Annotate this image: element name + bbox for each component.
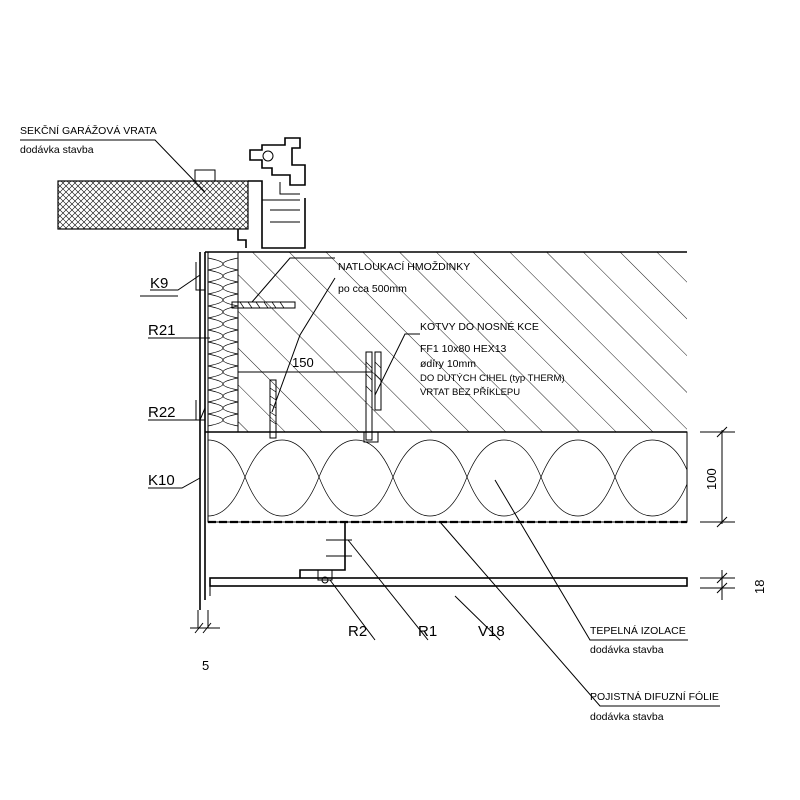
garage-door-title: SEKČNÍ GARÁŽOVÁ VRATA bbox=[20, 124, 157, 137]
load-bearing-wall bbox=[205, 251, 687, 433]
code-r21: R21 bbox=[148, 322, 176, 339]
code-r22: R22 bbox=[148, 404, 176, 421]
anchors-line1: FF1 10x80 HEX13 bbox=[420, 343, 507, 355]
dowel-horizontal bbox=[231, 301, 296, 309]
garage-door-panel bbox=[57, 169, 306, 249]
dowels-title: NATLOUKACÍ HMOŽDINKY bbox=[338, 260, 470, 273]
dim-5-label: 5 bbox=[202, 658, 209, 673]
garage-door-supply: dodávka stavba bbox=[20, 144, 94, 156]
code-k10: K10 bbox=[148, 472, 175, 489]
foil-title: POJISTNÁ DIFUZNÍ FÓLIE bbox=[590, 690, 719, 703]
dimension-150 bbox=[237, 365, 373, 378]
soffit-board bbox=[209, 577, 688, 596]
insulation-supply: dodávka stavba bbox=[590, 644, 664, 656]
door-guide-profile bbox=[249, 137, 306, 195]
dimension-100 bbox=[700, 426, 735, 528]
anchors-line4: VRTAT BEZ PŘÍKLEPU bbox=[420, 387, 520, 398]
insulation-title: TEPELNÁ IZOLACE bbox=[590, 624, 686, 637]
leader-lines bbox=[20, 139, 720, 707]
code-r1: R1 bbox=[418, 623, 437, 640]
code-r2: R2 bbox=[348, 623, 367, 640]
cladding-profile-k10 bbox=[195, 252, 209, 628]
dowels-spacing: po cca 500mm bbox=[338, 283, 407, 295]
anchor-bolts bbox=[363, 351, 382, 443]
code-k9: K9 bbox=[150, 275, 168, 292]
dimension-18 bbox=[700, 570, 735, 600]
anchors-title: KOTVY DO NOSNÉ KCE bbox=[420, 320, 539, 333]
dim-100-label: 100 bbox=[704, 468, 719, 490]
anchors-line2: ødíry 10mm bbox=[420, 358, 476, 370]
anchors-line3: DO DUTÝCH CIHEL (typ THERM) bbox=[420, 373, 565, 384]
dowel-vertical bbox=[269, 379, 277, 439]
edge-insulation-strip bbox=[207, 251, 239, 433]
dim-150-label: 150 bbox=[292, 355, 314, 370]
thermal-insulation bbox=[207, 431, 688, 524]
dim-18-label: 18 bbox=[752, 580, 767, 594]
code-v18: V18 bbox=[478, 623, 505, 640]
hanger-bracket bbox=[299, 522, 352, 584]
dimension-5 bbox=[190, 622, 220, 634]
foil-supply: dodávka stavba bbox=[590, 711, 664, 723]
